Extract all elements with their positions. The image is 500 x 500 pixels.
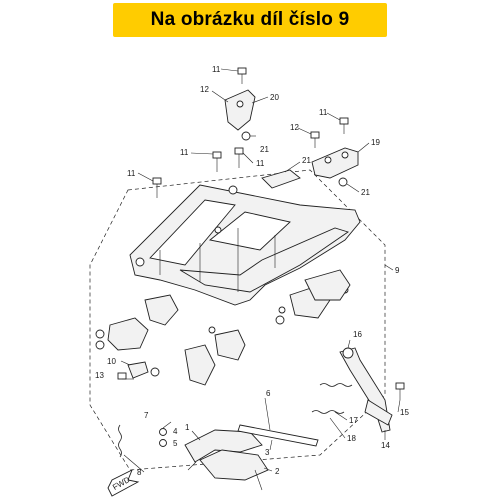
springs bbox=[118, 383, 353, 458]
callout: 21 bbox=[260, 145, 269, 154]
upper-left-bracket bbox=[224, 89, 256, 131]
rubber-plate bbox=[261, 169, 301, 189]
callout: 1 bbox=[185, 423, 190, 432]
side-stand bbox=[339, 347, 393, 433]
callout: 11 bbox=[212, 65, 221, 74]
callout: 19 bbox=[371, 138, 380, 147]
callout: 12 bbox=[290, 123, 299, 132]
callout: 8 bbox=[137, 468, 142, 477]
callout: 11 bbox=[127, 169, 136, 178]
callout: 10 bbox=[107, 357, 116, 366]
leader-lines bbox=[120, 68, 401, 473]
callout: 4 bbox=[173, 427, 178, 436]
callout: 9 bbox=[395, 266, 400, 275]
bolts bbox=[117, 67, 405, 400]
callout: 18 bbox=[347, 434, 356, 443]
callout: 15 bbox=[400, 408, 409, 417]
callout: 11 bbox=[319, 108, 328, 117]
callout: 6 bbox=[266, 389, 271, 398]
callout: 7 bbox=[144, 411, 149, 420]
washer bbox=[159, 428, 167, 436]
o-ring bbox=[159, 439, 167, 447]
callout: 11 bbox=[180, 148, 189, 157]
callout: 16 bbox=[353, 330, 362, 339]
assembly-outline bbox=[89, 169, 386, 471]
callout-labels: 11 12 20 21 12 11 19 11 11 21 21 11 9 16… bbox=[95, 65, 409, 477]
callout: 14 bbox=[381, 441, 390, 450]
banner-title: Na obrázku díl číslo 9 bbox=[150, 9, 350, 30]
pivot-shaft bbox=[237, 424, 319, 447]
callout: 21 bbox=[361, 188, 370, 197]
main-frame bbox=[129, 184, 361, 306]
callout: 11 bbox=[256, 159, 265, 168]
title-banner: Na obrázku díl číslo 9 bbox=[113, 3, 387, 37]
side-brackets bbox=[107, 269, 351, 386]
callout: 3 bbox=[265, 448, 270, 457]
callout: 17 bbox=[349, 416, 358, 425]
fwd-arrow: FWD bbox=[107, 469, 140, 497]
callout: 2 bbox=[275, 467, 280, 476]
callout: 13 bbox=[95, 371, 104, 380]
callout: 20 bbox=[270, 93, 279, 102]
center-stand bbox=[184, 429, 269, 491]
upper-right-bracket bbox=[311, 147, 359, 179]
callout: 21 bbox=[302, 156, 311, 165]
callout: 12 bbox=[200, 85, 209, 94]
callout: 5 bbox=[173, 439, 178, 448]
